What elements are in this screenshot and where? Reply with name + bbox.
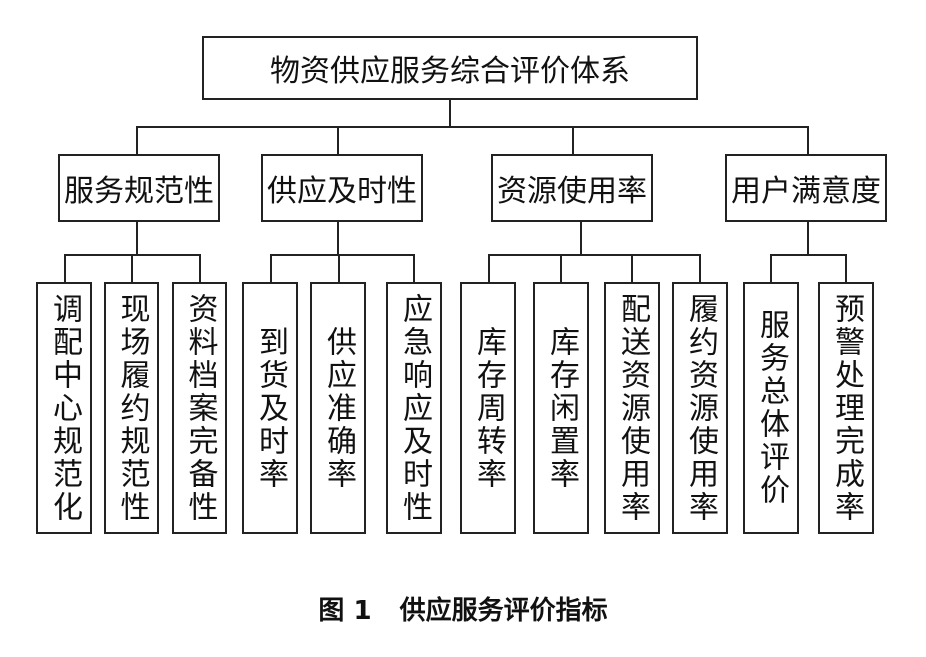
connector-cat3-child1: [488, 254, 490, 282]
figure-caption: 图 1 供应服务评价指标: [0, 590, 926, 627]
connector-cat3-child3: [631, 254, 633, 282]
category-label: 服务规范性: [64, 174, 214, 209]
category-node-service-standard: 服务规范性: [58, 154, 220, 222]
connector-cat1-up: [136, 126, 138, 154]
indicator-node: 到货及时率: [242, 282, 298, 534]
figure-number: 图 1: [318, 596, 372, 626]
indicator-label: 应急响应及时性: [397, 292, 432, 524]
connector-cat2-bar: [270, 254, 415, 256]
connector-cat3-down: [580, 222, 582, 256]
indicator-label: 预警处理完成率: [829, 292, 864, 524]
indicator-node: 库存周转率: [460, 282, 516, 534]
category-node-user-satisfaction: 用户满意度: [725, 154, 887, 222]
category-label: 资源使用率: [497, 174, 647, 209]
indicator-label: 服务总体评价: [754, 309, 789, 507]
connector-cat2-down: [337, 222, 339, 256]
indicator-node: 现场履约规范性: [104, 282, 159, 534]
connector-cat1-child3: [199, 254, 201, 282]
indicator-label: 库存闲置率: [544, 325, 579, 491]
indicator-node: 库存闲置率: [533, 282, 589, 534]
root-node-label: 物资供应服务综合评价体系: [270, 54, 630, 89]
indicator-node: 供应准确率: [310, 282, 366, 534]
indicator-node: 调配中心规范化: [36, 282, 92, 534]
connector-cat2-child2: [338, 254, 340, 282]
connector-cat4-up: [807, 126, 809, 154]
indicator-node: 资料档案完备性: [172, 282, 227, 534]
connector-cat4-down: [807, 222, 809, 256]
category-node-resource-usage: 资源使用率: [491, 154, 653, 222]
connector-cat1-child2: [131, 254, 133, 282]
connector-cat2-up: [337, 126, 339, 154]
indicator-label: 到货及时率: [253, 325, 288, 491]
indicator-label: 履约资源使用率: [683, 292, 718, 524]
indicator-node: 预警处理完成率: [818, 282, 874, 534]
connector-cat3-child4: [699, 254, 701, 282]
indicator-node: 应急响应及时性: [386, 282, 442, 534]
category-label: 供应及时性: [267, 174, 417, 209]
indicator-label: 库存周转率: [471, 325, 506, 491]
indicator-label: 调配中心规范化: [47, 292, 82, 524]
indicator-label: 资料档案完备性: [182, 292, 218, 524]
figure-title: 供应服务评价指标: [399, 596, 608, 626]
indicator-label: 配送资源使用率: [615, 292, 650, 524]
connector-cat3-up: [572, 126, 574, 154]
connector-cat1-child1: [64, 254, 66, 282]
indicator-label: 供应准确率: [321, 325, 356, 491]
category-label: 用户满意度: [731, 174, 881, 209]
connector-cat2-child3: [413, 254, 415, 282]
indicator-label: 现场履约规范性: [114, 292, 150, 524]
category-node-supply-timeliness: 供应及时性: [261, 154, 423, 222]
root-node: 物资供应服务综合评价体系: [202, 36, 698, 100]
indicator-node: 服务总体评价: [743, 282, 799, 534]
connector-cat3-bar: [488, 254, 701, 256]
connector-cat3-child2: [560, 254, 562, 282]
connector-cat1-down: [136, 222, 138, 256]
connector-root-down: [449, 100, 451, 127]
connector-cat4-child2: [845, 254, 847, 282]
connector-level1-bar: [136, 126, 809, 128]
indicator-node: 配送资源使用率: [604, 282, 660, 534]
connector-cat2-child1: [270, 254, 272, 282]
connector-cat4-bar: [770, 254, 847, 256]
connector-cat4-child1: [770, 254, 772, 282]
indicator-node: 履约资源使用率: [672, 282, 728, 534]
